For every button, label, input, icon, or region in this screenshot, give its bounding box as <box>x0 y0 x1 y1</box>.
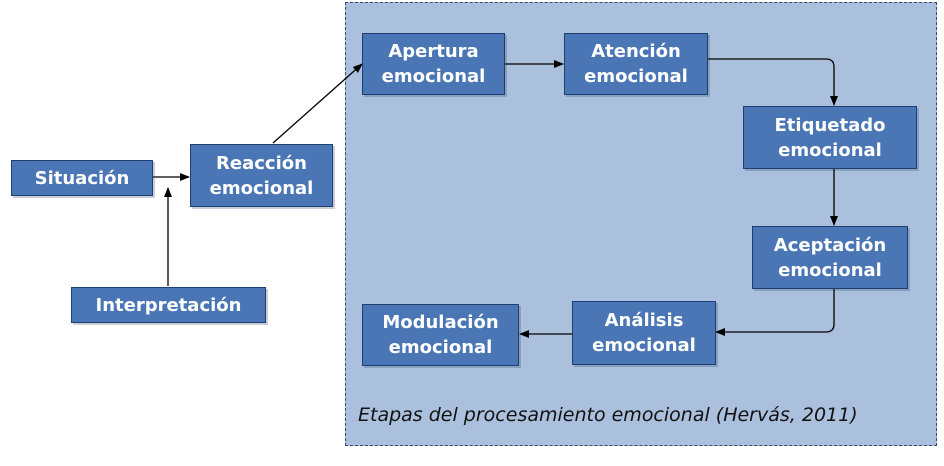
node-aceptacion-line2: emocional <box>778 259 882 281</box>
node-etiquetado-line1: Etiquetado <box>774 114 886 136</box>
diagram-caption: Etapas del procesamiento emocional (Herv… <box>358 404 858 426</box>
node-apertura-line2: emocional <box>381 66 486 87</box>
node-modulacion: Modulación emocional <box>362 304 519 366</box>
node-modulacion-line1: Modulación <box>382 312 499 333</box>
node-aceptacion: Aceptación emocional <box>752 226 908 289</box>
node-aceptacion-line1: Aceptación <box>773 234 887 256</box>
node-reaccion: Reacción emocional <box>190 144 333 207</box>
node-apertura: Apertura emocional <box>362 33 505 95</box>
node-apertura-line1: Apertura <box>388 41 479 62</box>
node-situacion: Situación <box>11 160 153 196</box>
node-interpretacion-label: Interpretación <box>95 294 242 316</box>
node-analisis-line1: Análisis <box>604 310 684 331</box>
node-etiquetado-line2: emocional <box>778 139 882 161</box>
node-situacion-label: Situación <box>34 167 130 189</box>
node-modulacion-line2: emocional <box>388 337 493 358</box>
node-etiquetado: Etiquetado emocional <box>743 106 917 169</box>
node-interpretacion: Interpretación <box>71 287 266 323</box>
node-reaccion-line2: emocional <box>209 177 314 199</box>
node-analisis-line2: emocional <box>592 335 696 356</box>
node-atencion-line2: emocional <box>584 66 688 87</box>
node-reaccion-line1: Reacción <box>216 152 307 174</box>
node-atencion-line1: Atención <box>591 41 681 62</box>
node-atencion: Atención emocional <box>564 33 708 95</box>
node-analisis: Análisis emocional <box>572 301 716 365</box>
